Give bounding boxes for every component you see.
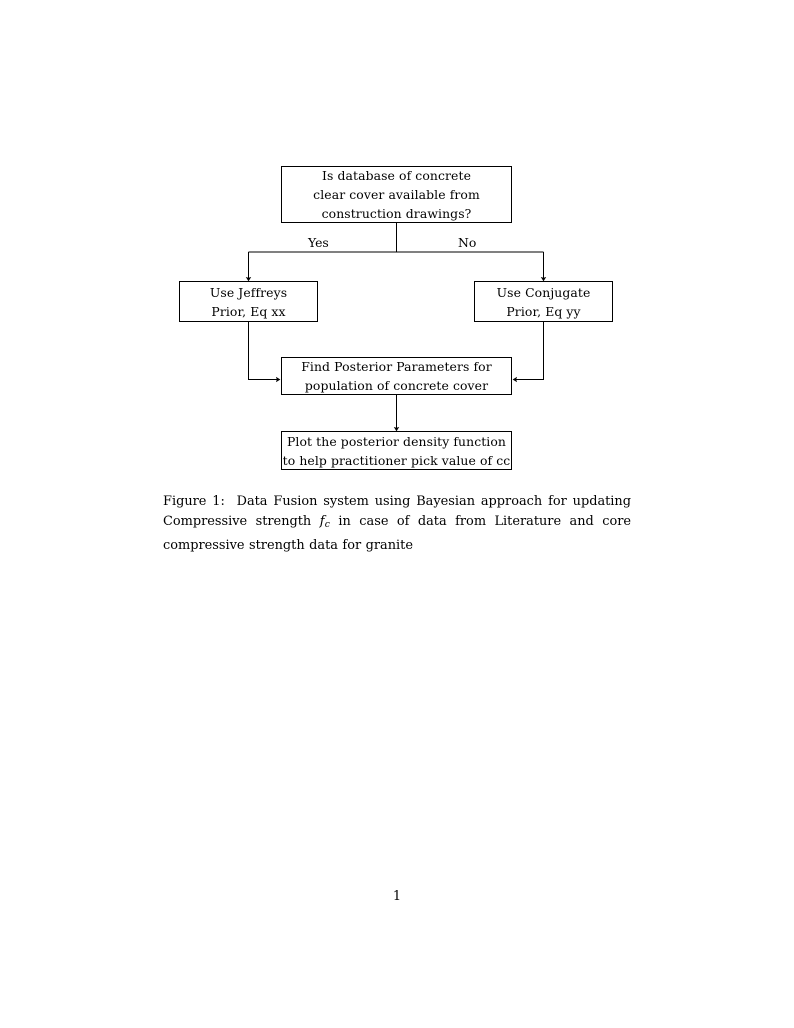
conjugate-prior-node-line-2: Prior, Eq yy	[506, 303, 581, 319]
jeffreys-prior-node: Use Jeffreys Prior, Eq xx	[179, 281, 318, 322]
figure-caption-text-2: in case of data from Literature and core…	[163, 514, 632, 553]
figure-caption-label: Figure 1:	[163, 494, 225, 509]
math-symbol-fc: fc	[319, 514, 330, 531]
find-posterior-node-line-1: Find Posterior Parameters for	[301, 359, 492, 374]
page-number: 1	[392, 889, 402, 904]
math-symbol-subscript: c	[324, 519, 330, 531]
jeffreys-prior-node-line-2: Prior, Eq xx	[211, 303, 286, 319]
decision-node-line-1: Is database of concrete	[322, 168, 471, 183]
math-symbol-base: f	[319, 514, 325, 530]
find-posterior-node: Find Posterior Parameters for population…	[281, 357, 512, 395]
edge-label-no: No	[458, 235, 477, 250]
edge-label-yes: Yes	[308, 235, 329, 250]
edge-conjugate-to-posterior	[512, 322, 544, 383]
figure-caption: Figure 1: Data Fusion system using Bayes…	[163, 492, 631, 556]
decision-node: Is database of concrete clear cover avai…	[281, 166, 512, 223]
edge-jeffreys-to-posterior	[248, 322, 281, 383]
decision-node-line-2: clear cover available from	[313, 187, 480, 202]
figure-caption-text-1: Data Fusion system using Bayesian approa…	[163, 494, 631, 530]
conjugate-prior-node-line-1: Use Conjugate	[496, 284, 591, 300]
plot-density-node-line-1: Plot the posterior density function	[286, 433, 507, 449]
flowchart-connectors	[245, 223, 547, 432]
plot-density-node-line-2: to help practitioner pick value of cc	[282, 452, 511, 468]
decision-node-line-3: construction drawings?	[321, 206, 472, 221]
find-posterior-node-line-2: population of concrete cover	[304, 378, 489, 393]
plot-density-node: Plot the posterior density function to h…	[281, 431, 512, 470]
flowchart-figure: Is database of concrete clear cover avai…	[0, 0, 794, 490]
jeffreys-prior-node-line-1: Use Jeffreys	[209, 284, 288, 300]
conjugate-prior-node: Use Conjugate Prior, Eq yy	[474, 281, 613, 322]
